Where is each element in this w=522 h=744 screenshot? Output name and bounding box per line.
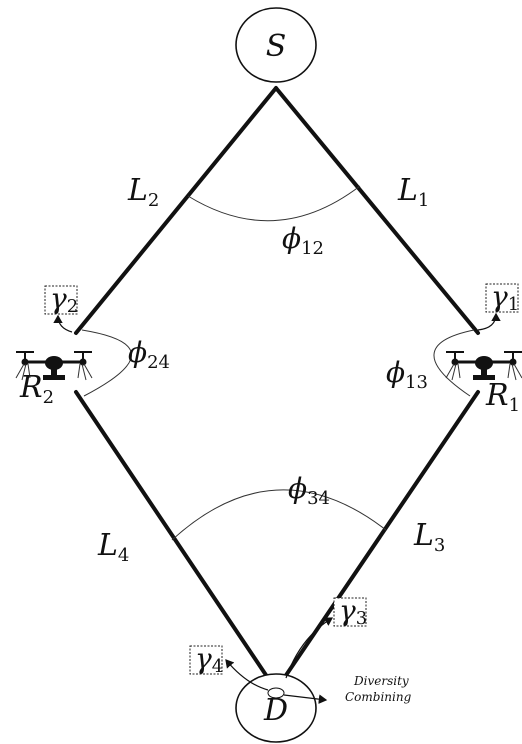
link-l3-label: L3 [413, 518, 445, 556]
angle-phi24-label: ϕ24 [128, 336, 170, 373]
link-r1-d [274, 390, 480, 692]
link-l4-label: L4 [97, 528, 129, 566]
gamma3-arrow [285, 617, 334, 679]
gamma3-label: γ3 [339, 594, 367, 629]
gamma3-box [333, 597, 367, 627]
source-node [235, 7, 317, 83]
relay-left-label: R2 [19, 370, 54, 408]
combining-text: Combining [345, 690, 412, 704]
link-s-r1 [274, 86, 480, 335]
destination-label: D [263, 693, 288, 728]
destination-node [235, 673, 317, 743]
gamma1-label: γ1 [491, 280, 519, 315]
gamma1-box [485, 283, 519, 313]
link-l1-label: L1 [397, 173, 429, 211]
angle-phi12-label: ϕ12 [282, 222, 324, 259]
arc-phi12 [187, 185, 361, 222]
gamma2-arrow [53, 314, 73, 333]
arc-phi24 [81, 329, 132, 397]
combiner-small-circle [267, 687, 285, 699]
link-l2-label: L2 [127, 173, 159, 211]
source-label: S [266, 29, 287, 64]
link-r2-d [74, 390, 278, 692]
gamma4-label: γ4 [195, 642, 223, 677]
arc-phi13 [433, 329, 475, 397]
link-s-r2 [74, 86, 278, 335]
gamma4-box [189, 645, 223, 675]
gamma2-box [44, 285, 78, 315]
drone-icon-right [444, 350, 522, 382]
gamma4-arrow [225, 659, 269, 691]
angle-phi13-label: ϕ13 [386, 356, 428, 393]
combining-arrow [283, 694, 328, 704]
arc-phi34 [171, 489, 387, 541]
diversity-text: Diversity [353, 674, 409, 688]
angle-phi34-label: ϕ34 [288, 472, 330, 509]
gamma1-arrow [477, 312, 501, 331]
relay-right-label: R1 [485, 378, 520, 416]
gamma2-label: γ2 [50, 282, 78, 317]
